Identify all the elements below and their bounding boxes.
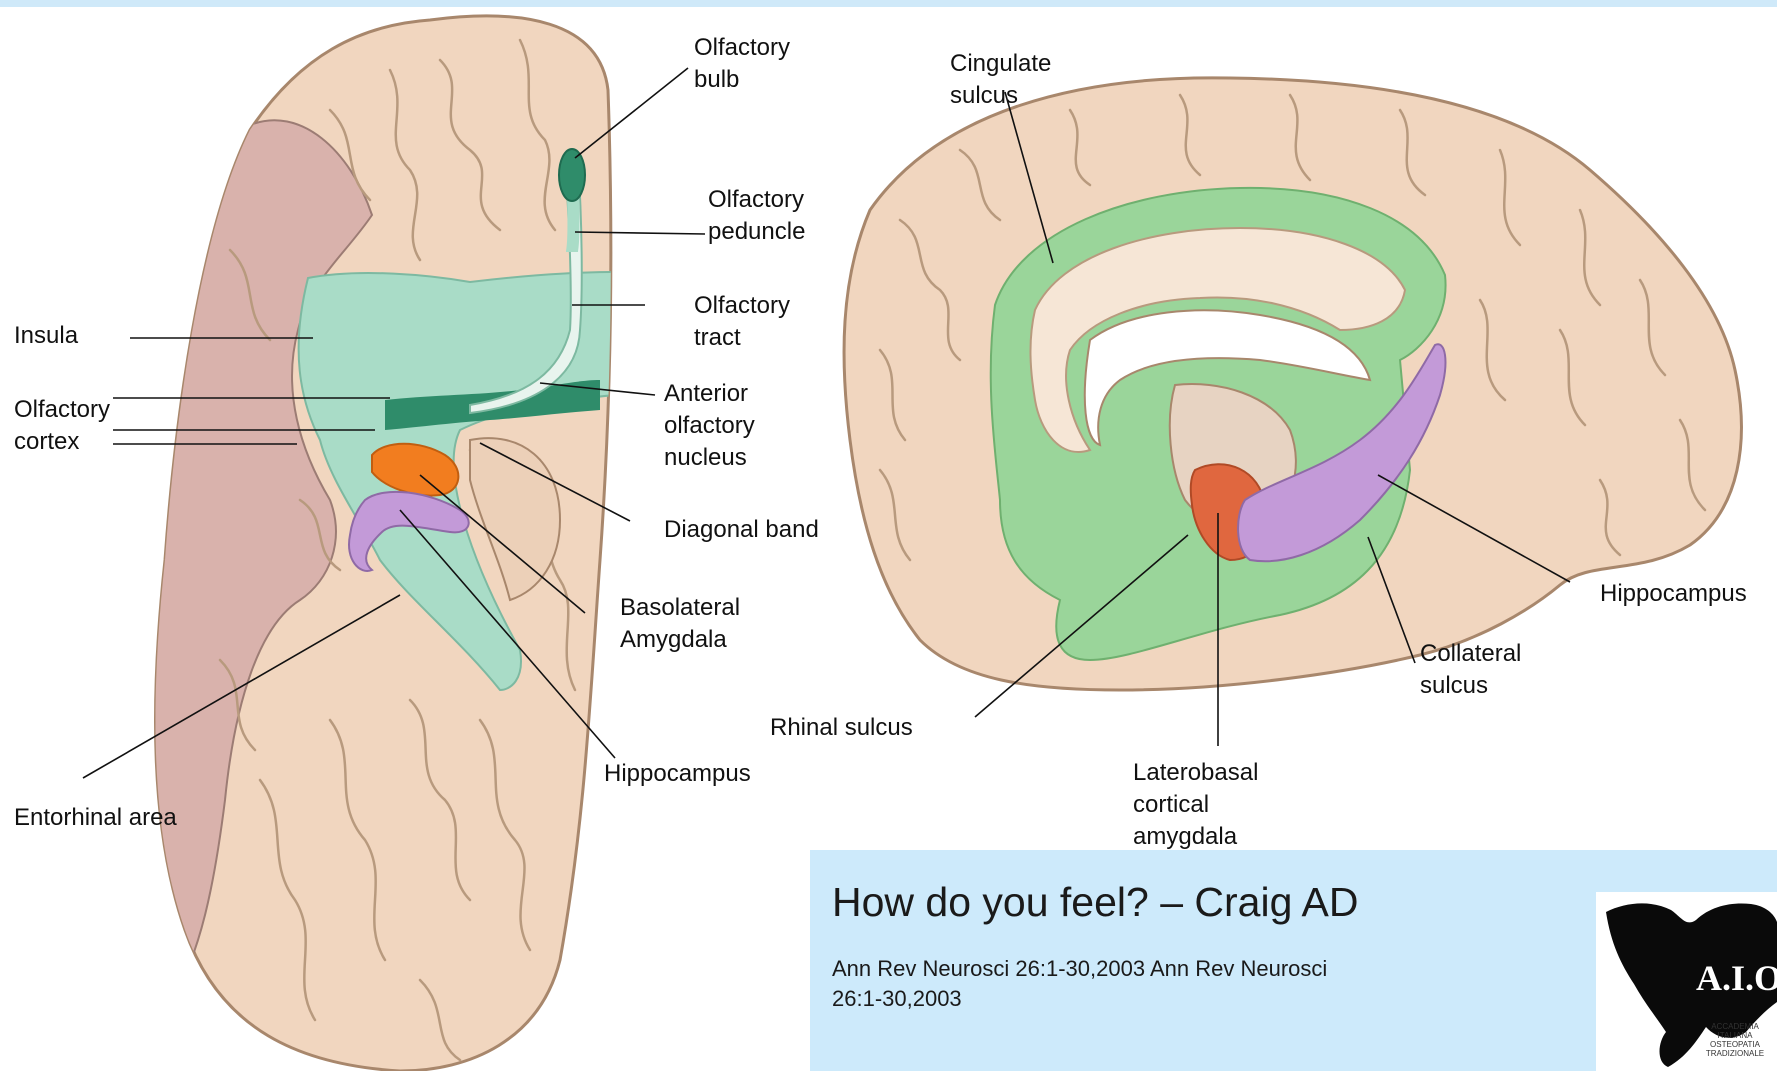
label-collateral-sulcus: Collateral sulcus <box>1420 638 1521 702</box>
label-basolateral-amygdala: Basolateral Amygdala <box>620 592 740 656</box>
label-insula: Insula <box>14 320 78 352</box>
label-diagonal-band: Diagonal band <box>664 514 819 546</box>
aiot-logo-caption: ACCADEMIA ITALIANA OSTEOPATIA TRADIZIONA… <box>1696 1022 1774 1058</box>
label-ventral-hippocampus: Hippocampus <box>604 758 751 790</box>
label-medial-hippocampus: Hippocampus <box>1600 578 1747 610</box>
label-entorhinal-area: Entorhinal area <box>14 802 177 834</box>
citation-reference: Ann Rev Neurosci 26:1-30,2003 Ann Rev Ne… <box>832 954 1352 1014</box>
aiot-logo-letters: A.I.O.T. <box>1696 958 1777 998</box>
label-olfactory-tract: Olfactory tract <box>694 290 790 354</box>
label-cingulate-sulcus: Cingulate sulcus <box>950 48 1051 112</box>
olfactory-bulb-shape <box>559 149 585 201</box>
label-anterior-olfactory-nucleus: Anterior olfactory nucleus <box>664 378 755 474</box>
ventral-brain-view <box>140 16 615 1071</box>
label-olfactory-cortex: Olfactory cortex <box>14 394 110 458</box>
citation-title: How do you feel? – Craig AD <box>832 878 1358 926</box>
label-olfactory-bulb: Olfactory bulb <box>694 32 790 96</box>
label-laterobasal-cortical-amygdala: Laterobasal cortical amygdala <box>1133 757 1258 853</box>
label-rhinal-sulcus: Rhinal sulcus <box>770 712 913 744</box>
label-olfactory-peduncle: Olfactory peduncle <box>708 184 805 248</box>
